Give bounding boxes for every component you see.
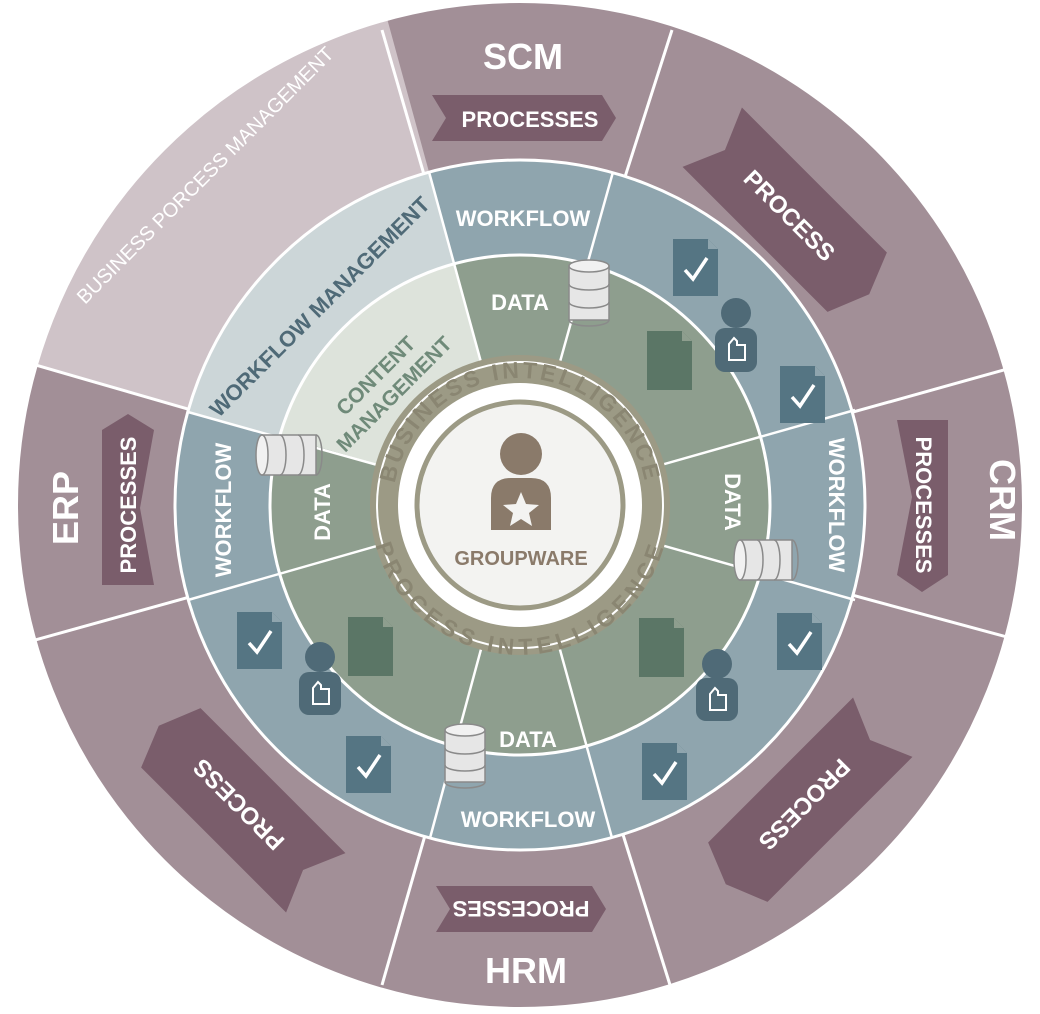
workflow-label-right: WORKFLOW (824, 438, 849, 573)
check-document-icon-ne-2 (780, 366, 825, 423)
arrow-shape (436, 886, 606, 932)
hrm-processes-arrow: PROCESSES (436, 886, 606, 932)
database-icon-right (733, 539, 799, 581)
arrow-shape (708, 697, 913, 902)
arrow-shape (141, 708, 346, 913)
groupware-label: GROUPWARE (454, 548, 587, 570)
arrow-shape (682, 107, 887, 312)
check-document-icon-sw-2 (346, 736, 391, 793)
data-label-top: DATA (491, 290, 549, 315)
outer-ring-edge (16, 1, 1024, 1009)
workflow-label-left: WORKFLOW (211, 443, 236, 578)
database-icon-left (255, 434, 323, 476)
hrm-processes-label: PROCESSES (453, 896, 590, 921)
workflow-ring-edge (173, 158, 867, 852)
document-icon-sw (348, 617, 393, 676)
crm-label: CRM (982, 459, 1023, 541)
user-icon-se (696, 649, 738, 721)
document-icon-ne (647, 331, 692, 390)
data-ring-edge (268, 253, 772, 757)
document-icon-se (639, 618, 684, 677)
data-label-bottom: DATA (499, 727, 557, 752)
crm-processes-arrow: PROCESSES (897, 420, 948, 592)
check-document-icon-se-1 (777, 613, 822, 670)
arrow-shape (432, 95, 616, 141)
database-icon-top (568, 259, 610, 327)
arrow-shape (102, 414, 154, 585)
groupware-person-icon (491, 433, 551, 530)
arrow-shape (897, 420, 948, 592)
erp-processes-label: PROCESSES (116, 437, 141, 574)
data-label-right: DATA (720, 473, 745, 531)
scm-label: SCM (483, 36, 563, 77)
scm-processes-arrow: PROCESSES (432, 95, 616, 141)
erp-label: ERP (45, 471, 86, 545)
erp-processes-arrow: PROCESSES (102, 414, 154, 585)
hrm-label: HRM (485, 950, 567, 991)
database-icon-bottom (444, 723, 486, 789)
crm-processes-label: PROCESSES (911, 437, 936, 574)
band-inner-line (376, 361, 664, 649)
user-icon-ne (715, 298, 757, 372)
scm-processes-label: PROCESSES (462, 107, 599, 132)
data-label-left: DATA (310, 483, 335, 541)
workflow-label-top: WORKFLOW (456, 206, 591, 231)
star-icon (503, 492, 539, 526)
check-document-icon-ne-1 (673, 239, 718, 296)
user-icon-sw (299, 642, 341, 715)
check-document-icon-se-2 (642, 743, 687, 800)
check-document-icon-sw-1 (237, 612, 282, 669)
workflow-label-bottom: WORKFLOW (461, 807, 596, 832)
